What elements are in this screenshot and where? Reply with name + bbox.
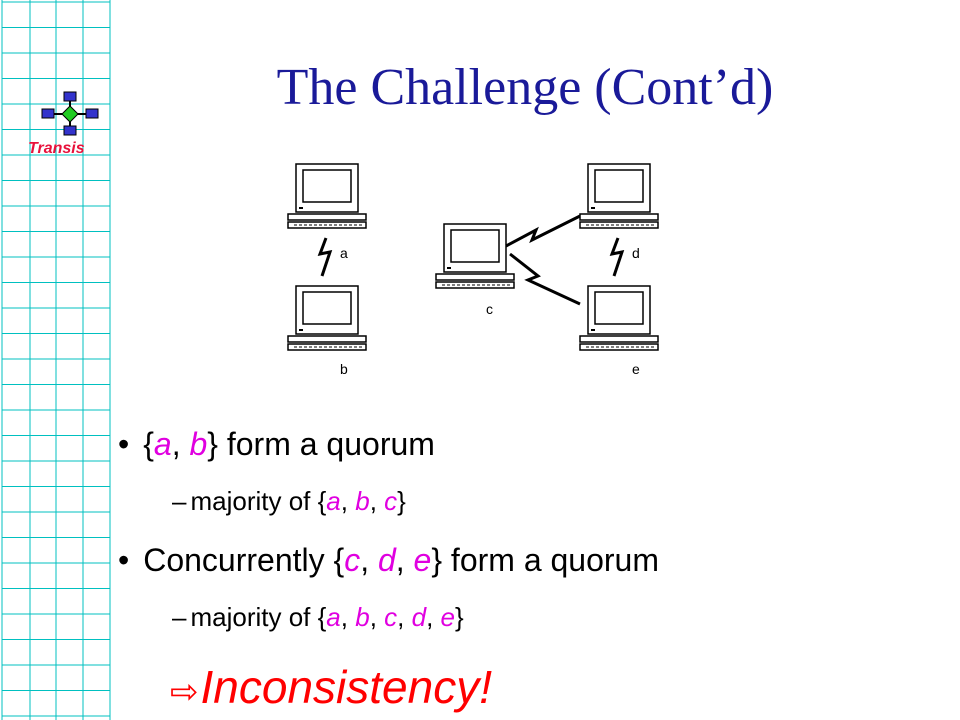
computer-e-icon xyxy=(579,285,659,351)
variable: b xyxy=(355,602,370,632)
bullet-marker: • xyxy=(118,426,130,462)
text: , xyxy=(340,486,356,516)
text: , xyxy=(426,602,441,632)
variable: c xyxy=(384,602,398,632)
node-label-b: b xyxy=(340,361,348,377)
text: } xyxy=(397,486,406,516)
text: , xyxy=(369,486,385,516)
variable: d xyxy=(377,542,396,578)
variable: b xyxy=(189,426,208,462)
conclusion: ⇨Inconsistency! xyxy=(170,660,492,714)
text: majority of { xyxy=(190,602,327,632)
slide-title: The Challenge (Cont’d) xyxy=(276,59,774,116)
sub-bullet-1: –majority of {a, b, c} xyxy=(172,486,406,517)
computer-a-icon xyxy=(287,163,367,229)
variable: c xyxy=(384,486,398,516)
variable: e xyxy=(413,542,432,578)
link-a-b-icon xyxy=(317,237,333,277)
decorative-grid-strip xyxy=(1,0,111,720)
text: majority of { xyxy=(190,486,327,516)
text: Concurrently { xyxy=(143,542,345,578)
sub-bullet-marker: – xyxy=(172,486,187,516)
bullet-marker: • xyxy=(118,542,130,578)
text: , xyxy=(397,602,412,632)
bullet-1: • {a, b} form a quorum xyxy=(118,426,435,463)
variable: a xyxy=(153,426,172,462)
bullet-2: • Concurrently {c, d, e} form a quorum xyxy=(118,542,659,579)
variable: c xyxy=(344,542,361,578)
text: } form a quorum xyxy=(431,542,659,578)
node-label-a: a xyxy=(340,245,348,261)
variable: a xyxy=(326,602,341,632)
variable: e xyxy=(440,602,455,632)
network-diagram: a b c d e xyxy=(287,163,659,377)
logo-text: Transis xyxy=(28,140,85,157)
text: { xyxy=(143,426,154,462)
computer-c-icon xyxy=(435,223,515,289)
text: , xyxy=(340,602,356,632)
node-label-c: c xyxy=(486,301,493,317)
text: } form a quorum xyxy=(207,426,435,462)
sub-bullet-2: –majority of {a, b, c, d, e} xyxy=(172,602,464,633)
link-c-d-icon xyxy=(505,214,581,248)
computer-b-icon xyxy=(287,285,367,351)
node-label-d: d xyxy=(632,245,640,261)
text: , xyxy=(171,426,190,462)
computer-d-icon xyxy=(579,163,659,229)
transis-logo-icon xyxy=(41,91,99,136)
text: , xyxy=(369,602,385,632)
text: } xyxy=(454,602,464,632)
right-arrow-icon: ⇨ xyxy=(170,673,199,711)
text: , xyxy=(360,542,378,578)
sub-bullet-marker: – xyxy=(172,602,187,632)
link-c-e-icon xyxy=(509,252,581,306)
conclusion-text: Inconsistency! xyxy=(200,661,492,713)
variable: b xyxy=(355,486,370,516)
link-d-e-icon xyxy=(609,237,625,277)
variable: a xyxy=(326,486,341,516)
variable: d xyxy=(411,602,427,632)
text: , xyxy=(395,542,414,578)
node-label-e: e xyxy=(632,361,640,377)
